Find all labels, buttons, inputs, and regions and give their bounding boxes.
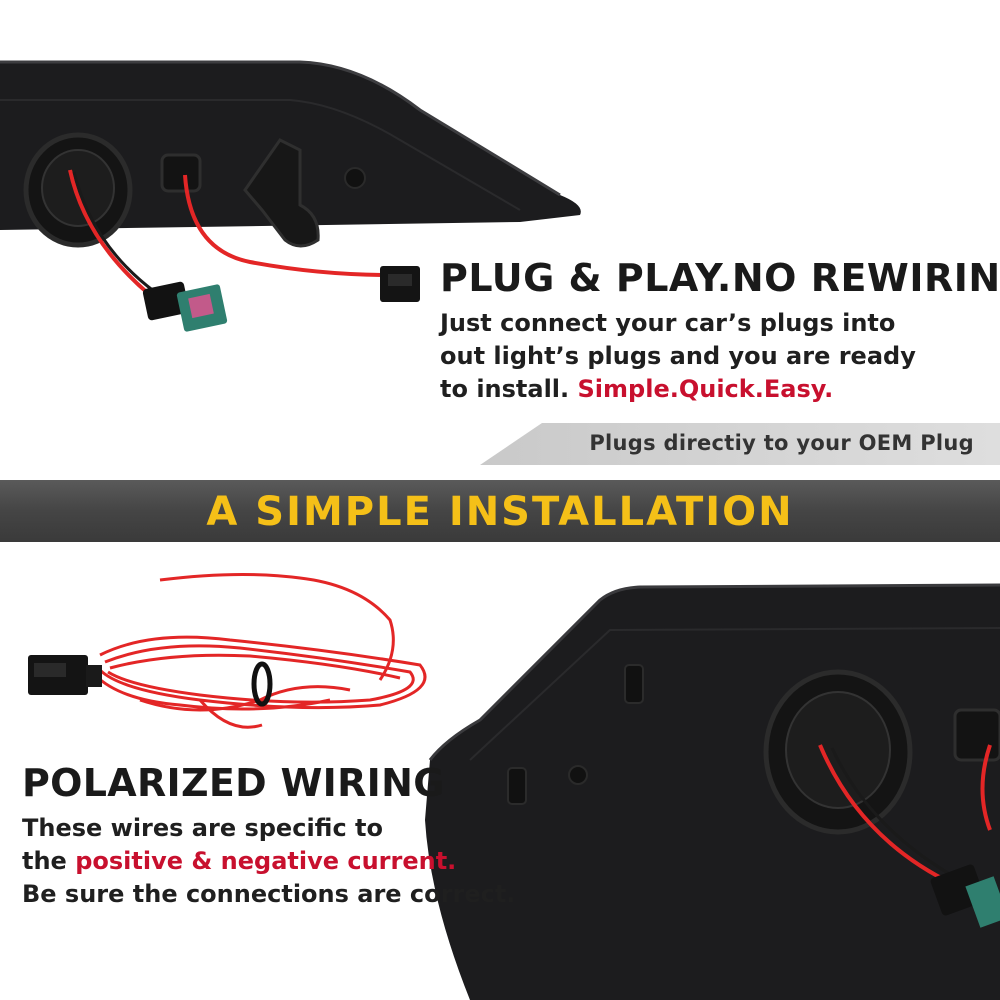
bottom-body-line-1: These wires are specific to [22, 814, 383, 842]
bottom-bulb-connector [930, 864, 1000, 928]
plug-and-play-headline: PLUG & PLAY.NO REWIRING [440, 256, 1000, 300]
polarized-wiring-headline: POLARIZED WIRING [22, 761, 445, 805]
bottom-body-line-2-prefix: the [22, 847, 76, 875]
cable-tie [251, 661, 273, 707]
simple-quick-easy-highlight: Simple.Quick.Easy. [577, 375, 834, 403]
bottom-body-line-2: the positive & negative current. [22, 845, 456, 878]
top-wire-red-1 [68, 169, 152, 297]
top-grommet [160, 153, 202, 193]
top-body-line-3: to install. Simple.Quick.Easy. [440, 373, 833, 406]
top-body-line-1: Just connect your car’s plugs into [440, 309, 896, 337]
oem-plug-ribbon-text: Plugs directiy to your OEM Plug [589, 431, 974, 455]
installation-band: A SIMPLE INSTALLATION [0, 480, 1000, 542]
positive-negative-highlight: positive & negative current. [75, 847, 457, 875]
bottom-wire-red [818, 744, 956, 887]
top-body-line-3-prefix: to install. [440, 375, 578, 403]
top-body-line-2: out light’s plugs and you are ready [440, 342, 916, 370]
oem-plug-ribbon: Plugs directiy to your OEM Plug [480, 423, 1000, 465]
top-clip-tab [243, 138, 320, 248]
installation-band-title: A SIMPLE INSTALLATION [206, 489, 794, 535]
top-bulb-connector [142, 281, 228, 332]
top-plug-connector [380, 266, 420, 302]
bottom-plug-connector [28, 655, 102, 695]
bottom-body-line-3: Be sure the connections are correct. [22, 880, 516, 908]
top-wire-red-2 [183, 174, 391, 277]
